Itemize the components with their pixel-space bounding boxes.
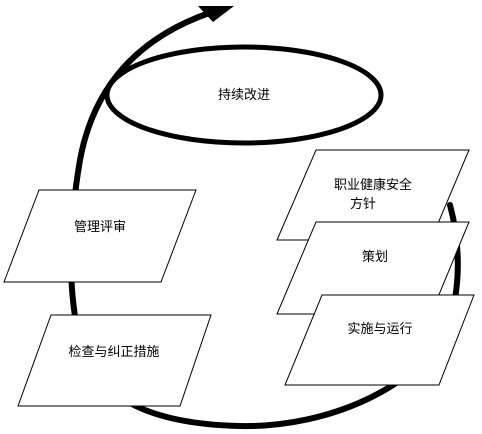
implementation-operation-label: 实施与运行: [347, 322, 413, 337]
management-review-box: [3, 189, 197, 283]
continuous-improvement-ellipse: [104, 44, 384, 146]
ohs-policy-label-line1: 职业健康安全: [333, 178, 412, 193]
cycle-arrowhead: [198, 6, 234, 22]
ohs-policy-label-line2: 方针: [349, 197, 376, 212]
implementation-operation-box: [284, 294, 475, 386]
planning-label: 策划: [361, 250, 388, 265]
checking-corrective-action-label: 检查与纠正措施: [68, 345, 160, 360]
checking-corrective-action-box: [17, 314, 212, 407]
continuous-improvement-label: 持续改进: [217, 88, 270, 103]
management-review-label: 管理评审: [73, 220, 126, 235]
